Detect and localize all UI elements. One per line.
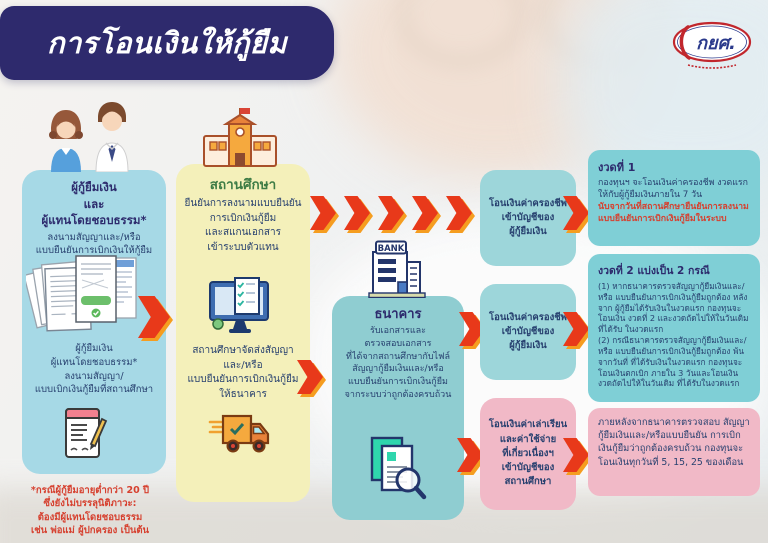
installment2-note: งวดที่ 2 แบ่งเป็น 2 กรณี (1) หากธนาคารตร… [588,254,760,402]
borrower-heading: ผู้กู้ยืมเงิน และ ผู้แทนโดยชอบธรรม* [41,180,147,228]
transfer-living-allowance-2: โอนเงินค่าครองชีพ เข้าบัญชีของ ผู้กู้ยืม… [480,284,576,380]
arrow-right-icon [412,196,438,230]
school-step1-text: ยืนยันการลงนามแบบยืนยัน การเบิกเงินกู้ยื… [184,198,302,253]
arrow-right-icon [563,438,589,472]
payment-schedule-note: ภายหลังจากธนาคารตรวจสอบ สัญญากู้ยืมเงินแ… [588,408,760,496]
title-banner: การโอนเงินให้กู้ยืม [0,6,334,80]
bank-building-icon: BANK [361,240,431,299]
documents-caption: ผู้กู้ยืมเงิน ผู้แทนโดยชอบธรรม* ลงนามสัญ… [34,343,154,396]
transfer-text: โอนเงินค่าครองชีพ เข้าบัญชีของ ผู้กู้ยืม… [489,197,567,238]
logo-abbr-text: กยศ. [696,33,736,54]
female-borrower-icon [46,108,86,172]
bank-body-text: รับเอกสารและ ตรวจสอบเอกสาร ที่ได้จากสถาน… [344,326,452,400]
document-review-magnifier-icon [366,436,428,504]
installment2-case2: (2) กรณีธนาคารตรวจสัญญากู้ยืมเงินและ/หรื… [598,335,747,389]
arrow-right-icon [378,196,404,230]
installment1-title: งวดที่ 1 [598,161,636,174]
arrow-borrower-to-school-icon [138,296,170,338]
logo-icon: กยศ. [672,21,752,69]
installment1-note: งวดที่ 1 กองทุนฯ จะโอนเงินค่าครองชีพ งวด… [588,150,760,246]
contract-signing-icon [62,406,108,462]
arrow-right-icon [446,196,472,230]
bank-heading: ธนาคาร [374,307,422,322]
payment-schedule-text: ภายหลังจากธนาคารตรวจสอบ สัญญากู้ยืมเงินแ… [598,417,750,468]
school-step2-text: สถานศึกษาจัดส่งสัญญา และ/หรือ แบบยืนยันก… [187,345,299,400]
transfer-text: โอนเงินค่าครองชีพ เข้าบัญชีของ ผู้กู้ยืม… [489,311,567,352]
installment2-case1: (1) หากธนาคารตรวจสัญญากู้ยืมเงินและ/หรือ… [598,281,749,335]
transfer-text: โอนเงินค่าเล่าเรียน และค่าใช้จ่าย ที่เกี… [488,419,568,488]
student-loan-fund-logo: กยศ. [666,18,754,74]
male-guardian-icon [90,100,134,173]
installment2-title: งวดที่ 2 แบ่งเป็น 2 กรณี [598,265,710,277]
arrow-right-icon [563,196,589,230]
school-building-icon [202,106,278,170]
installment1-highlight: นับจากวันที่สถานศึกษายืนยันการลงนาม แบบย… [598,201,749,224]
arrow-right-icon [310,196,336,230]
borrower-action-text: ลงนามสัญญาและ/หรือ แบบยืนยันการเบิกเงินใ… [35,232,153,257]
computer-upload-icon [208,276,272,338]
arrow-right-icon [344,196,370,230]
background-glasses-lens [398,0,526,66]
transfer-living-allowance-1: โอนเงินค่าครองชีพ เข้าบัญชีของ ผู้กู้ยืม… [480,170,576,266]
installment1-body: กองทุนฯ จะโอนเงินค่าครองชีพ งวดแรกให้กับ… [598,178,748,200]
delivery-truck-icon [208,412,272,460]
school-heading: สถานศึกษา [209,177,277,193]
transfer-tuition: โอนเงินค่าเล่าเรียน และค่าใช้จ่าย ที่เกี… [480,398,576,510]
arrow-right-icon [563,312,589,346]
page-title: การโอนเงินให้กู้ยืม [46,26,288,60]
arrow-school-to-bank-icon [297,360,323,394]
signed-documents-stack-icon [23,252,142,340]
borrower-footnote: *กรณีผู้กู้ยืมอายุต่ำกว่า 20 ปี ซึ่งยังไ… [30,485,150,536]
bank-sign-text: BANK [378,244,405,254]
